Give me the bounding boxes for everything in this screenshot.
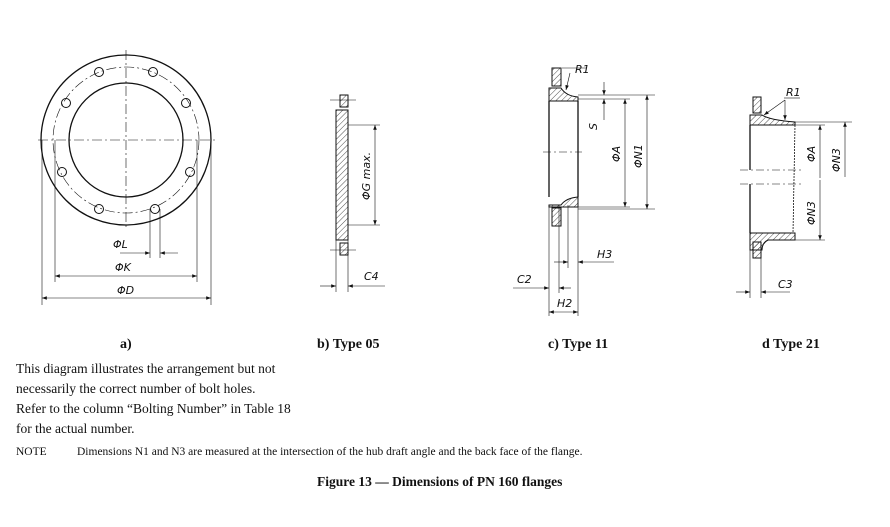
description-text: This diagram illustrates the arrangement… [16, 359, 291, 439]
label-phi-a-c: ΦA [610, 146, 623, 162]
label-r1-c: R1 [575, 63, 590, 76]
label-phi-n3-bottom: ΦN3 [805, 201, 818, 225]
label-phi-n3-top: ΦN3 [830, 148, 843, 172]
label-phi-d: ΦD [117, 284, 134, 297]
note-text: Dimensions N1 and N3 are measured at the… [77, 446, 583, 458]
label-phi-k: ΦK [115, 261, 132, 274]
label-phi-a-d: ΦA [805, 146, 818, 162]
label-c4: C4 [364, 270, 379, 283]
description-line: necessarily the correct number of bolt h… [16, 381, 256, 396]
label-r1-d: R1 [786, 86, 801, 99]
flange-plan-view [38, 50, 216, 305]
caption-a: a) [120, 337, 132, 352]
flange-drawings: ΦL ΦK ΦD ΦG max. C4 R1 S ΦA ΦN1 H3 C2 H2… [38, 50, 852, 316]
label-phi-g-max: ΦG max. [360, 152, 373, 200]
label-h2: H2 [557, 297, 572, 310]
label-c2: C2 [517, 273, 532, 286]
label-s: S [587, 123, 600, 130]
type-05-section [320, 94, 385, 292]
note-label: NOTE [16, 446, 47, 458]
type-21-section [736, 96, 852, 298]
description-line: This diagram illustrates the arrangement… [16, 361, 276, 376]
description-line: for the actual number. [16, 421, 135, 436]
caption-b: b) Type 05 [317, 337, 380, 352]
figure-title: Figure 13 — Dimensions of PN 160 flanges [317, 474, 563, 489]
label-h3: H3 [597, 248, 612, 261]
caption-d: d Type 21 [762, 337, 820, 352]
type-11-section [513, 67, 655, 316]
label-c3: C3 [778, 278, 793, 291]
label-phi-n1: ΦN1 [632, 144, 645, 168]
label-phi-l: ΦL [113, 238, 128, 251]
caption-c: c) Type 11 [548, 337, 609, 352]
description-line: Refer to the column “Bolting Number” in … [16, 401, 291, 416]
